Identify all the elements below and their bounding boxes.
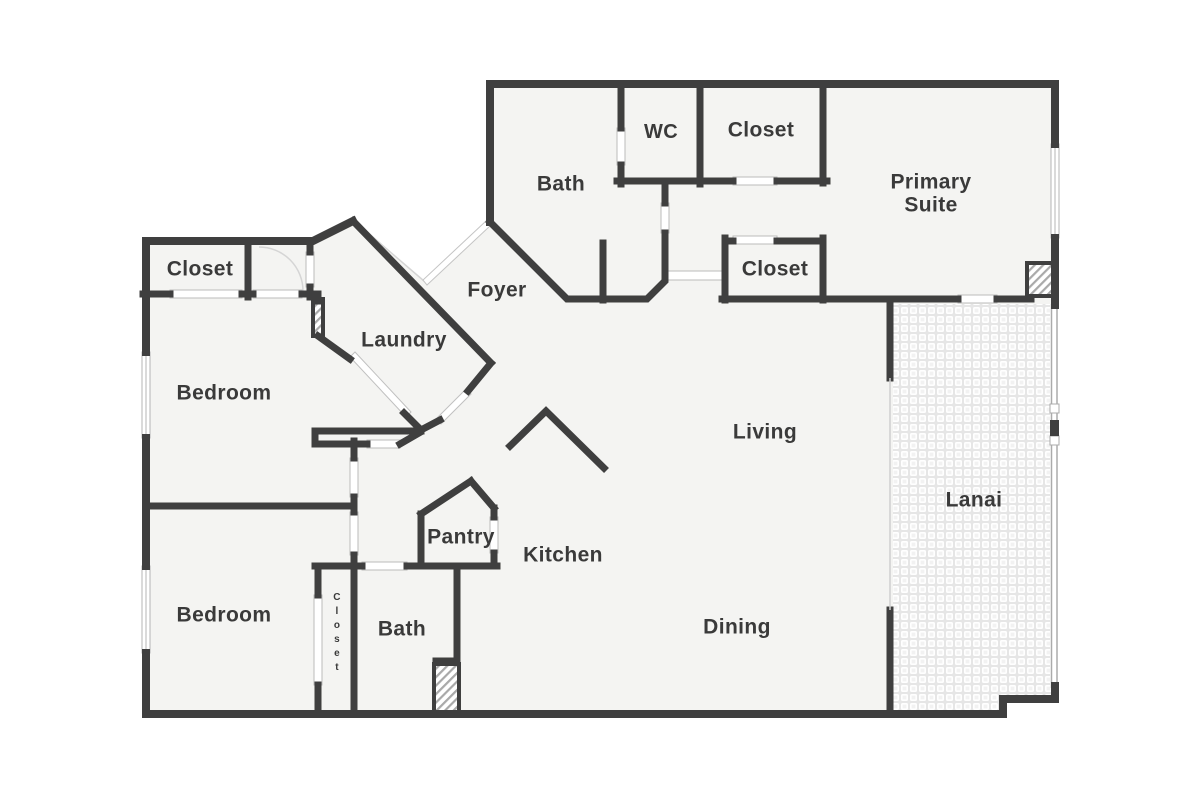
exterior-walls xyxy=(142,80,1059,718)
room-label-closet-middle: Closet xyxy=(741,257,809,281)
interior-walls xyxy=(139,80,1035,718)
hatched-shafts xyxy=(311,261,1055,715)
room-label-primary-suite: Primary Suite xyxy=(890,170,972,216)
room-label-living: Living xyxy=(732,420,798,444)
room-label-bath-upper: Bath xyxy=(536,172,586,196)
room-label-closet-narrow: Closet xyxy=(331,592,343,676)
laundry-doors xyxy=(349,351,472,425)
room-label-laundry: Laundry xyxy=(361,328,447,352)
room-label-foyer: Foyer xyxy=(467,278,527,302)
room-label-bath-lower: Bath xyxy=(377,617,427,641)
lanai-screen-wall xyxy=(1049,304,1060,688)
room-label-bedroom-upper: Bedroom xyxy=(176,381,272,405)
room-label-wc: WC xyxy=(643,121,679,144)
lanai-deck xyxy=(893,304,1051,712)
room-label-closet-upper: Closet xyxy=(727,118,795,142)
room-label-pantry: Pantry xyxy=(427,525,495,549)
room-label-kitchen: Kitchen xyxy=(523,543,603,567)
room-label-closet-top-left: Closet xyxy=(166,257,234,281)
room-label-lanai: Lanai xyxy=(945,488,1003,512)
room-label-bedroom-lower: Bedroom xyxy=(176,603,272,627)
room-label-dining: Dining xyxy=(703,615,771,639)
